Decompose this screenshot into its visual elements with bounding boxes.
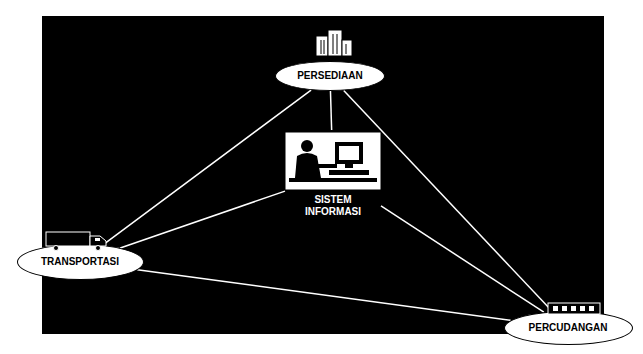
- background-panel: [42, 16, 604, 334]
- connector-line: [344, 91, 553, 312]
- warehouse-ellipse: PERCUDANGAN: [504, 311, 633, 345]
- connector-line: [381, 206, 544, 312]
- connector-line: [330, 91, 331, 130]
- stock-ellipse: PERSEDIAAN: [275, 61, 385, 91]
- connector-line: [137, 270, 510, 320]
- connector-line: [120, 191, 285, 248]
- node-label: PERCUDANGAN: [529, 322, 608, 334]
- transport-ellipse: TRANSPORTASI: [17, 244, 144, 280]
- node-label: PERSEDIAAN: [297, 70, 363, 82]
- node-label: SISTEM INFORMASI: [301, 194, 365, 217]
- information-system-node: SISTEM INFORMASI: [285, 132, 381, 217]
- warehouse-building-icon: [316, 30, 352, 56]
- connector-line: [103, 90, 311, 245]
- computer-user-icon: [285, 132, 381, 190]
- node-label: TRANSPORTASI: [41, 256, 119, 268]
